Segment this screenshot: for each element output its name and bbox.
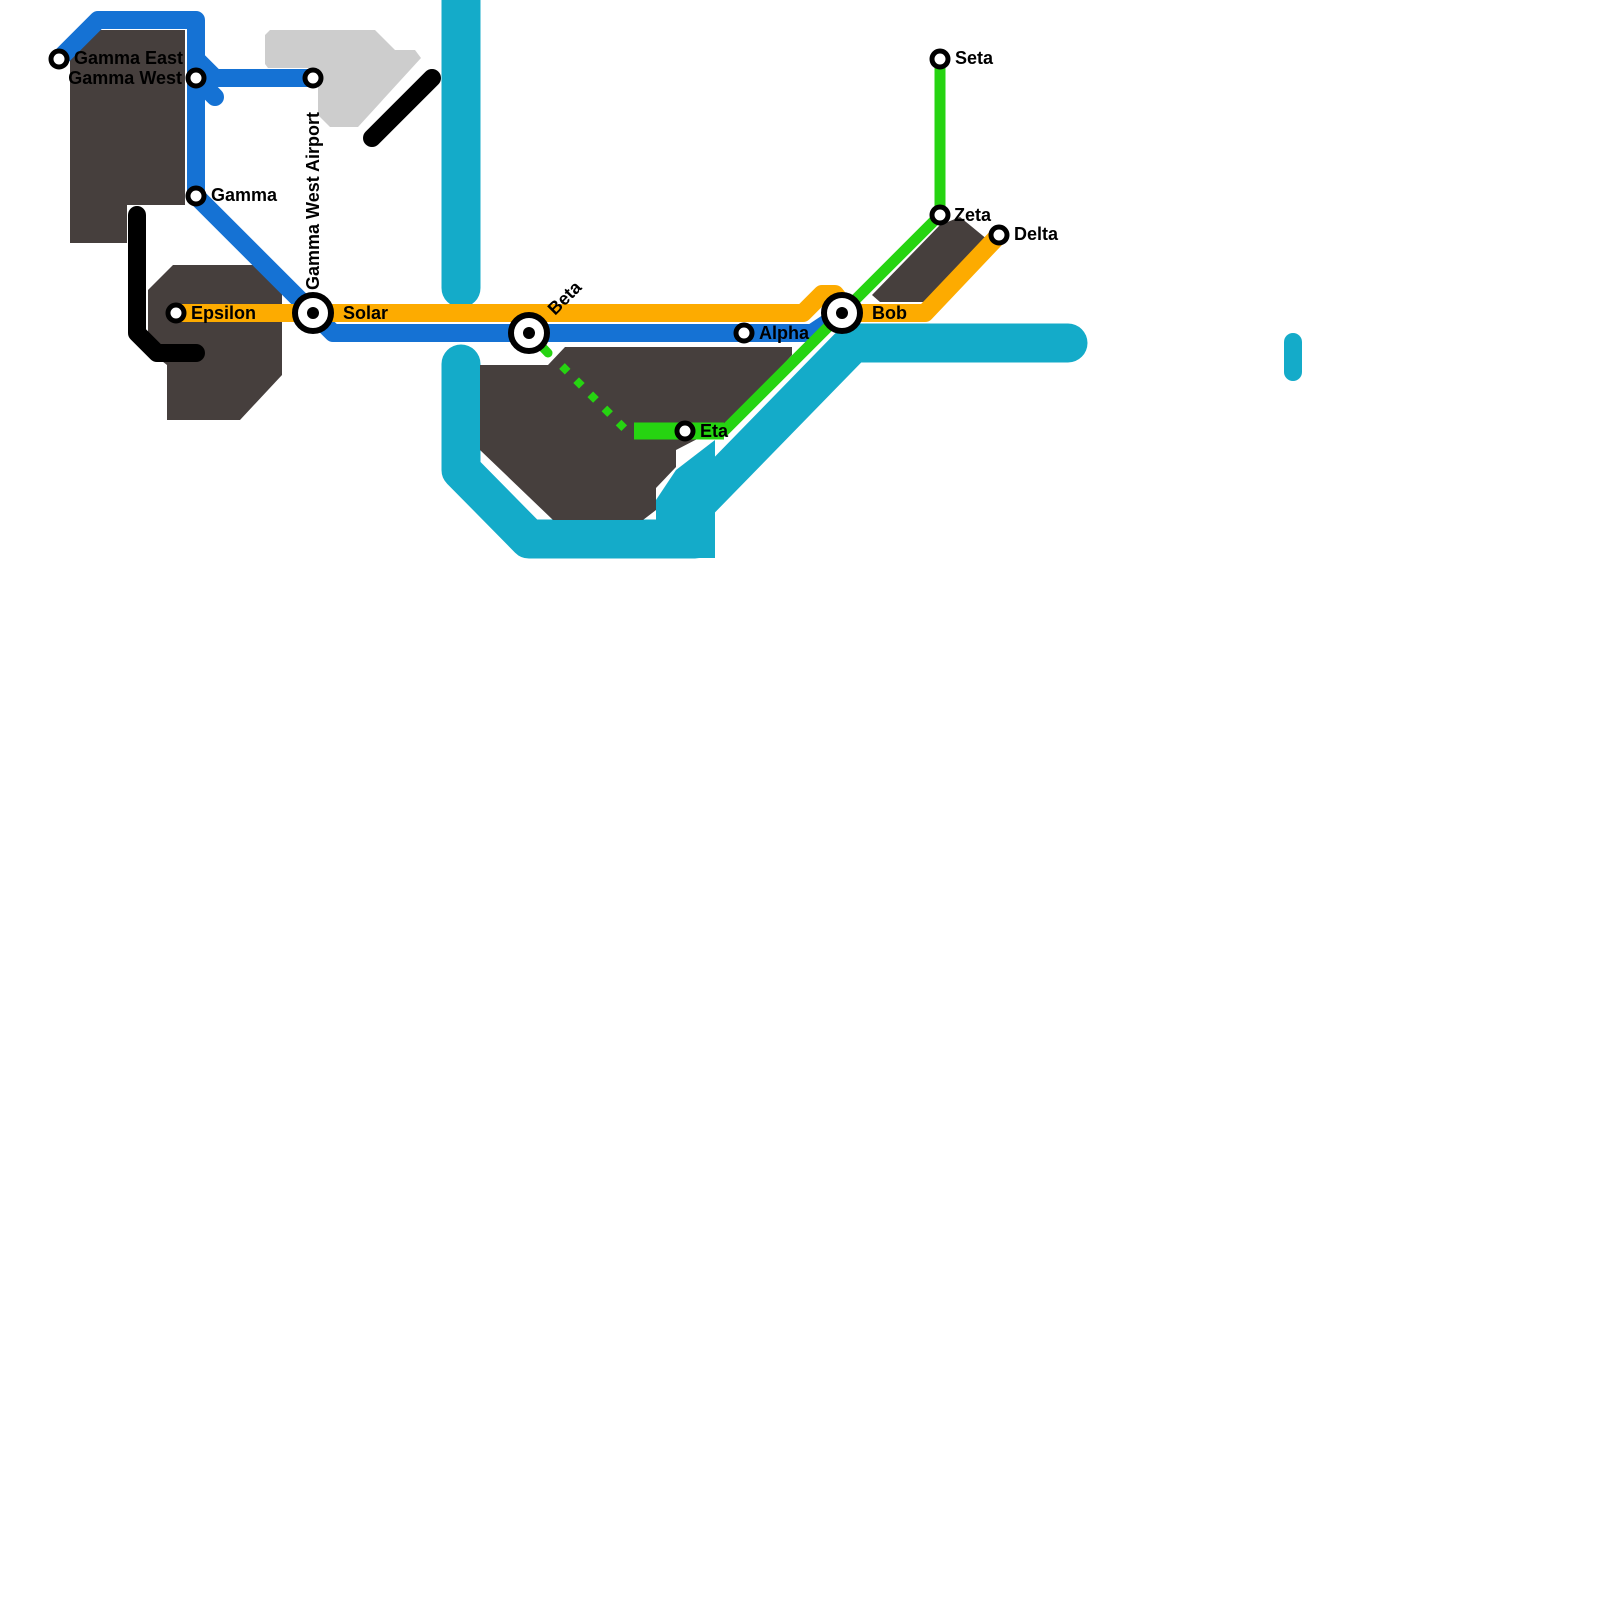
airport-area [265,30,421,127]
station-eta[interactable] [674,420,696,442]
label-gamma-east: Gamma East [74,48,183,68]
label-zeta: Zeta [954,205,992,225]
interchange-beta[interactable] [508,312,550,354]
label-solar: Solar [343,303,388,323]
label-gamma-west: Gamma West [68,68,182,88]
label-epsilon: Epsilon [191,303,256,323]
land-block-nw [70,30,185,243]
station-delta[interactable] [988,224,1010,246]
station-zeta[interactable] [929,204,951,226]
water-fill [656,440,715,558]
station-gamma-west-airport[interactable] [302,67,324,89]
interchange-solar[interactable] [292,292,334,334]
label-eta: Eta [700,421,729,441]
label-delta: Delta [1014,224,1059,244]
line-black [128,206,205,362]
station-seta[interactable] [929,48,951,70]
station-gamma-west[interactable] [185,67,207,89]
land-block-epsilon [148,265,282,420]
label-gamma: Gamma [211,185,278,205]
label-gamma-west-airport: Gamma West Airport [303,112,323,290]
station-epsilon[interactable] [165,302,187,324]
station-alpha[interactable] [733,322,755,344]
line-green [718,53,946,437]
land [70,30,988,520]
label-bob: Bob [872,303,907,323]
line-black-runway [363,69,441,147]
land-block-ne [872,217,988,302]
label-alpha: Alpha [759,323,810,343]
stations [48,48,1010,442]
station-gamma[interactable] [185,185,207,207]
label-seta: Seta [955,48,994,68]
line-green-dotted [559,363,630,434]
station-gamma-east[interactable] [48,48,70,70]
interchange-bob[interactable] [821,292,863,334]
